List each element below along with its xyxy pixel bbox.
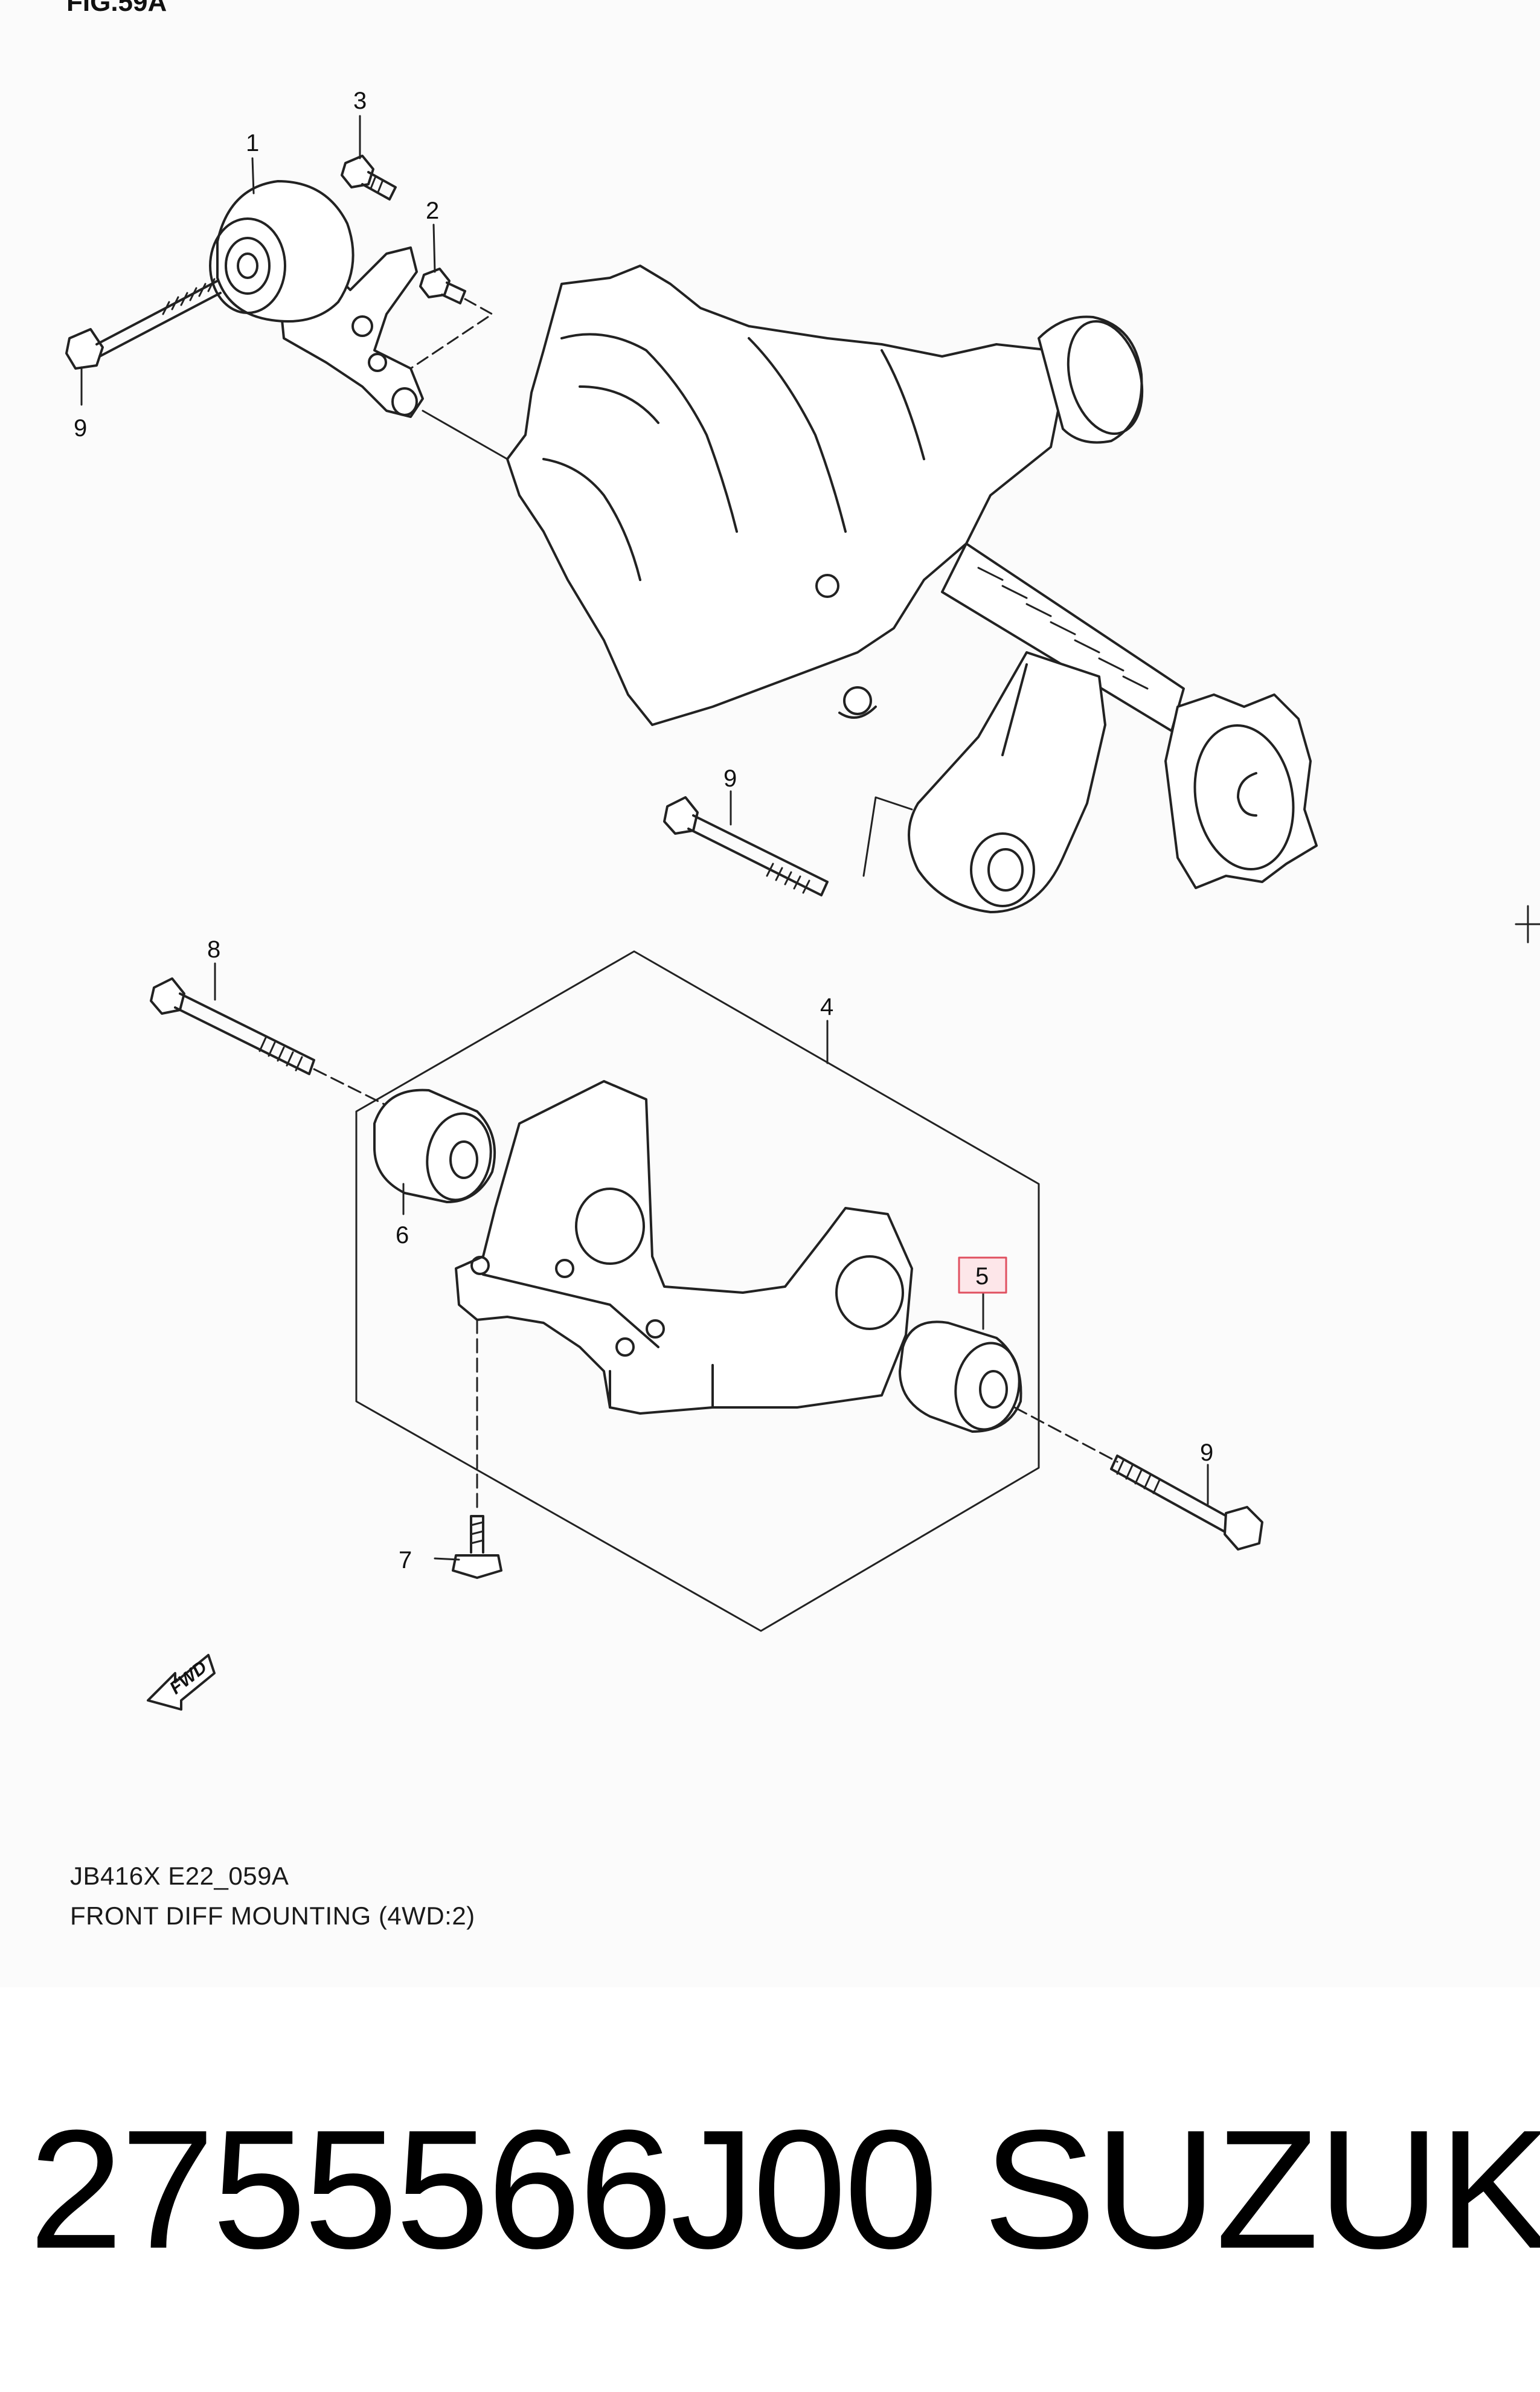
assembly-line-part-9-lower bbox=[1013, 1406, 1118, 1463]
label-part-9-middle: 9 bbox=[723, 765, 737, 792]
brand-name: SUZUKI bbox=[983, 2095, 1540, 2284]
bushing-part-5 bbox=[899, 1320, 1022, 1433]
label-part-4: 4 bbox=[820, 994, 833, 1020]
assembly-line-bracket bbox=[422, 410, 509, 460]
assembly-line-part-9-middle bbox=[862, 796, 913, 877]
edge-mark bbox=[1515, 905, 1540, 944]
label-part-1: 1 bbox=[246, 130, 259, 156]
diagram-sheet: FIG.59A bbox=[65, 0, 1540, 1711]
leader-lines bbox=[80, 115, 1209, 1561]
bolt-part-3 bbox=[341, 155, 397, 201]
assembly-line-part-2 bbox=[409, 298, 493, 370]
mount-member-part-4 bbox=[455, 1080, 913, 1415]
forward-direction-arrow: FWD bbox=[147, 1654, 216, 1711]
part-5-highlight bbox=[958, 1256, 1007, 1294]
label-part-8: 8 bbox=[207, 936, 220, 963]
fig-title: FIG.59A bbox=[66, 0, 167, 17]
part-4-boundary bbox=[355, 950, 1040, 1632]
bolt-part-9-middle bbox=[663, 796, 829, 896]
bolt-part-8 bbox=[150, 977, 315, 1075]
label-part-9-lower: 9 bbox=[1200, 1439, 1213, 1466]
part-labels: 1 2 3 4 5 6 7 8 9 9 9 bbox=[74, 88, 1213, 1574]
mount-bracket-with-bushing bbox=[209, 180, 424, 418]
bushing-part-6 bbox=[373, 1088, 496, 1203]
bolt-part-2 bbox=[419, 268, 466, 304]
bolt-part-7 bbox=[452, 1515, 502, 1579]
label-part-6: 6 bbox=[396, 1222, 409, 1249]
label-part-2: 2 bbox=[426, 198, 439, 224]
differential-housing bbox=[506, 265, 1318, 913]
diagram-code: JB416X E22_059A bbox=[70, 1862, 289, 1890]
bolt-part-9-lower bbox=[1110, 1455, 1263, 1551]
label-part-3: 3 bbox=[353, 88, 367, 114]
part-number: 2755566J00 bbox=[29, 2095, 938, 2284]
label-part-7: 7 bbox=[399, 1547, 412, 1574]
label-part-5: 5 bbox=[975, 1263, 989, 1290]
exploded-parts-diagram: FIG.59A bbox=[65, 0, 1540, 1711]
bolt-part-9-upper bbox=[65, 278, 222, 370]
label-part-9-upper: 9 bbox=[74, 415, 87, 442]
diagram-title: FRONT DIFF MOUNTING (4WD:2) bbox=[70, 1902, 475, 1930]
